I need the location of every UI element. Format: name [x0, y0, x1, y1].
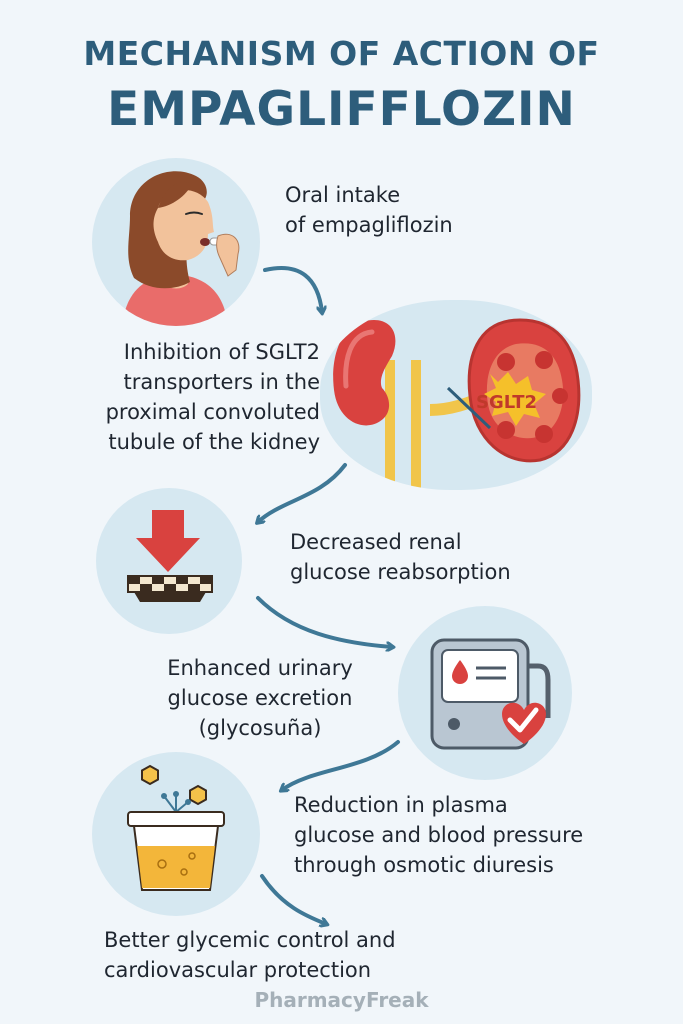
flow-arrow-1 [263, 266, 322, 312]
urine-cup-glucose-icon [92, 752, 260, 916]
page-title-line-2: EMPAGLIFFLOZIN [107, 82, 576, 137]
flow-arrow-2 [258, 463, 347, 522]
step-6-text: Better glycemic control and cardiovascul… [104, 925, 396, 985]
step-2-text: Inhibition of SGLT2 transporters in the … [48, 337, 320, 457]
step-2-line-2: transporters in the [123, 370, 321, 394]
step-5-text: Reduction in plasma glucose and blood pr… [294, 790, 583, 880]
step-1-line-1: Oral intake [285, 183, 401, 207]
blood-pressure-monitor-heart-icon [398, 606, 572, 780]
person-taking-pill-icon [92, 158, 260, 326]
kidney-sglt2-icon: SGLT2 [320, 300, 592, 490]
step-5-line-2: glucose and blood pressure [294, 823, 584, 847]
step-2-line-3: proximal convoluted [105, 400, 320, 424]
step-5-line-3: through osmotic diuresis [294, 853, 554, 877]
step-5-line-1: Reduction in plasma [294, 793, 508, 817]
reabsorption-down-arrow-icon [96, 488, 242, 634]
step-4-text: Enhanced urinary glucose excretion (glyc… [140, 653, 380, 743]
step-1-text: Oral intake of empagliflozin [285, 180, 453, 240]
step-4-line-3: (glycosuña) [198, 716, 322, 740]
step-6-line-1: Better glycemic control and [104, 928, 396, 952]
step-2-line-1: Inhibition of SGLT2 [123, 340, 320, 364]
step-4-line-2: glucose excretion [167, 686, 353, 710]
flow-arrow-4 [282, 740, 400, 790]
step-3-text: Decreased renal glucose reabsorption [290, 527, 511, 587]
step-3-line-1: Decreased renal [290, 530, 462, 554]
step-1-line-2: of empagliflozin [285, 213, 453, 237]
sglt2-label: SGLT2 [476, 392, 538, 413]
step-2-line-4: tubule of the kidney [108, 430, 320, 454]
flow-arrow-3 [256, 596, 392, 647]
page-title-line-1: MECHANISM OF ACTION OF [83, 34, 600, 73]
step-3-line-2: glucose reabsorption [290, 560, 511, 584]
step-6-line-2: cardiovascular protection [104, 958, 372, 982]
flow-arrow-5 [260, 874, 326, 924]
footer-brand: PharmacyFreak [254, 988, 429, 1012]
step-4-line-1: Enhanced urinary [167, 656, 353, 680]
